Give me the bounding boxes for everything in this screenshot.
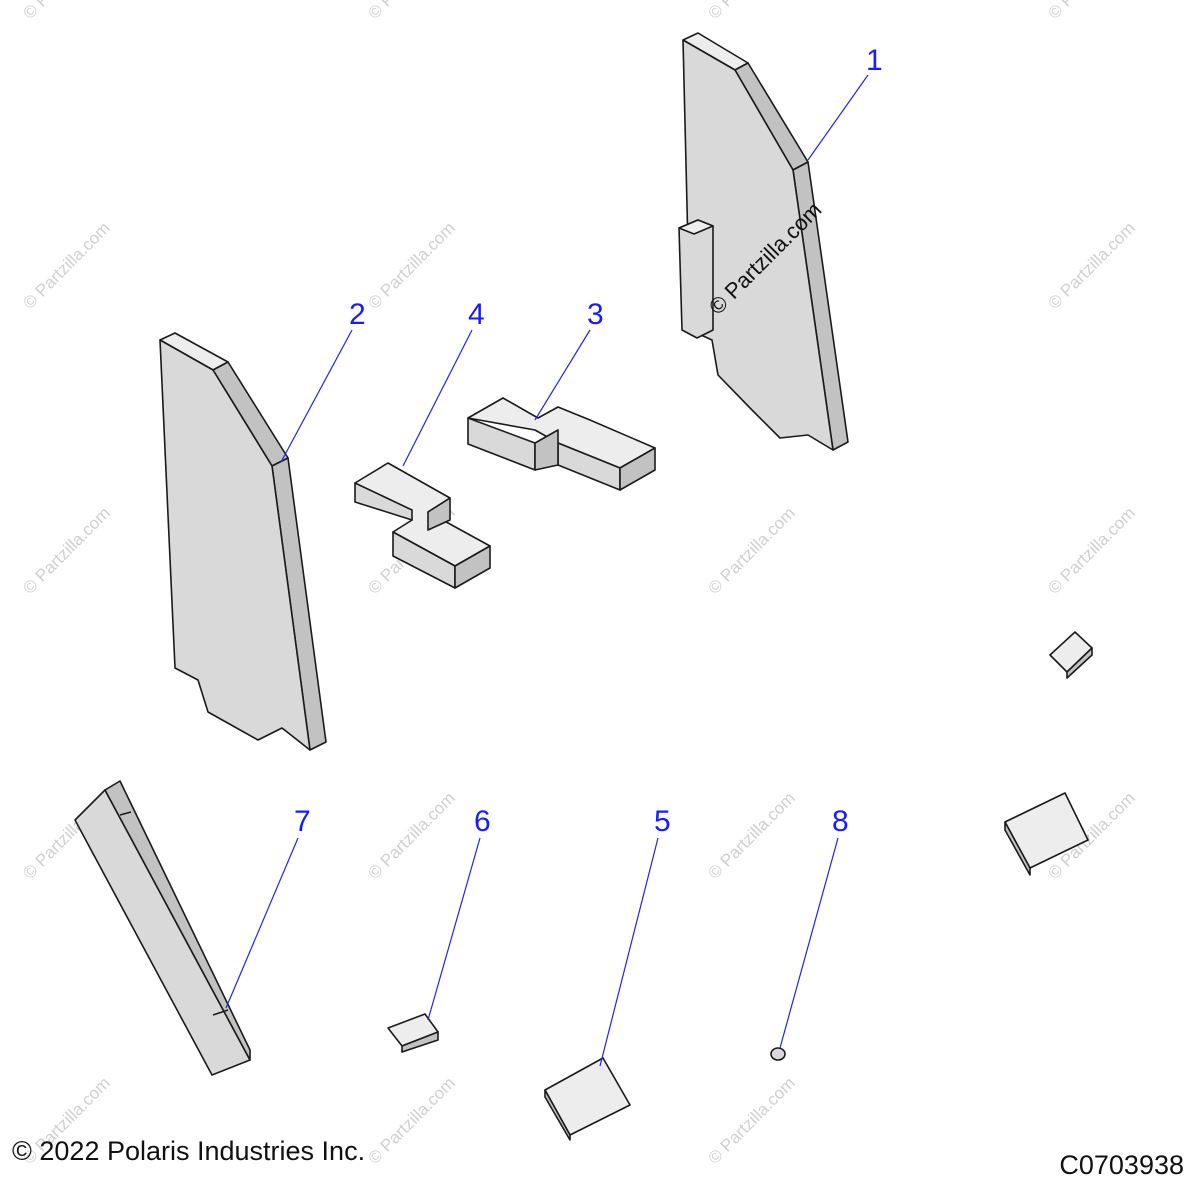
watermark: © Partzilla.com (364, 1073, 458, 1167)
leader-2 (280, 329, 353, 463)
leader-7 (225, 837, 299, 1009)
watermark: © Partzilla.com (364, 218, 458, 312)
callout-3: 3 (587, 298, 604, 331)
part-3-block (467, 397, 656, 491)
part-6-clip (387, 1013, 439, 1053)
callout-8: 8 (832, 805, 849, 838)
callout-2: 2 (349, 298, 366, 331)
watermark: © Partzilla.com (1044, 218, 1138, 312)
watermark: © Partzilla.com (704, 503, 798, 597)
leader-4 (402, 329, 473, 467)
leader-3 (534, 329, 591, 421)
watermark: © Partzilla.com (364, 788, 458, 882)
drawing-code: C0703938 (1059, 1150, 1184, 1180)
callout-6: 6 (474, 805, 491, 838)
part-2-panel (159, 332, 327, 751)
leader-lines (225, 74, 869, 1067)
watermark: © Partzilla.com (704, 788, 798, 882)
leader-1 (807, 74, 869, 161)
callout-4: 4 (468, 298, 485, 331)
watermark: © Partzilla.com (704, 1073, 798, 1167)
part-8-plug (770, 1047, 786, 1061)
pad-part-right (1004, 792, 1089, 876)
leader-5 (599, 837, 659, 1067)
watermark: © Partzilla.com (1044, 0, 1138, 23)
callout-1: 1 (866, 44, 883, 77)
copyright-notice: © 2022 Polaris Industries Inc. (12, 1136, 366, 1166)
clip-part-upper-right (1049, 631, 1093, 679)
callout-5: 5 (654, 805, 671, 838)
leader-8 (779, 837, 839, 1049)
watermark: © Partzilla.com (19, 0, 113, 23)
watermark: © Partzilla.com (364, 0, 458, 23)
part-4-block (354, 462, 491, 589)
watermark: © Partzilla.com (704, 0, 798, 23)
part-5-pad (544, 1057, 631, 1141)
watermark: © Partzilla.com (19, 218, 113, 312)
watermark: © Partzilla.com (1044, 503, 1138, 597)
watermark: © Partzilla.com (19, 503, 113, 597)
leader-6 (427, 837, 481, 1021)
part-7-strip (74, 780, 251, 1076)
part-1-panel (678, 32, 849, 451)
callout-7: 7 (294, 805, 311, 838)
